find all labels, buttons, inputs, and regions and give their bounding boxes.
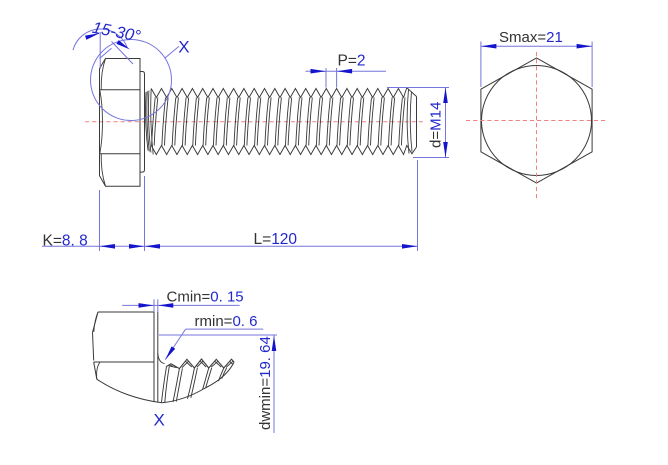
svg-text:Cmin=0. 15: Cmin=0. 15: [167, 289, 244, 306]
svg-text:P=2: P=2: [338, 53, 366, 70]
svg-text:Smax=21: Smax=21: [499, 29, 563, 46]
svg-text:K=8. 8: K=8. 8: [43, 232, 88, 249]
svg-text:dwmin=19. 64: dwmin=19. 64: [257, 336, 274, 430]
svg-text:d=M14: d=M14: [428, 102, 445, 148]
svg-text:X: X: [154, 411, 165, 430]
svg-text:rmin=0. 6: rmin=0. 6: [195, 313, 258, 330]
svg-text:X: X: [178, 38, 189, 57]
svg-text:L=120: L=120: [254, 231, 298, 248]
